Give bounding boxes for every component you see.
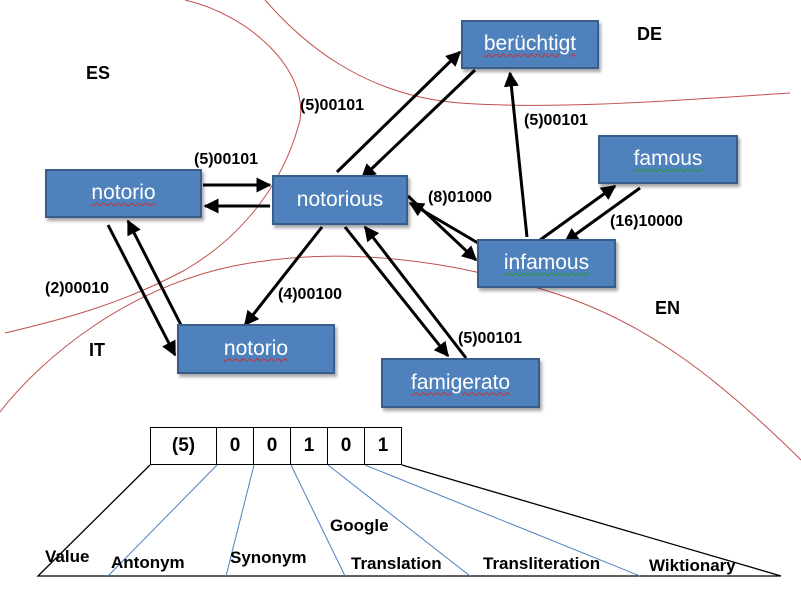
code-cell-transliteration: 1 xyxy=(364,427,402,465)
edge-notorious-to-notorio-it xyxy=(243,226,324,327)
region-boundaries xyxy=(0,0,801,461)
legend-label-value: Value xyxy=(45,547,90,566)
legend-line-transliteration xyxy=(364,464,641,577)
node-notorio-es[interactable]: notorio xyxy=(45,169,202,218)
node-label: notorious xyxy=(296,187,384,211)
edge-famous-to-infamous xyxy=(563,186,641,244)
code-cell-antonym: 0 xyxy=(216,427,254,465)
lang-label-es: ES xyxy=(86,63,111,83)
lang-label-en: EN xyxy=(655,298,681,318)
node-label: berüchtigt xyxy=(483,32,577,55)
node-label: notorio xyxy=(223,336,289,360)
edge-infamous-to-notorious xyxy=(408,201,479,245)
code-cell-synonym: 0 xyxy=(253,427,291,465)
edge-notorious-to-beruchtigt xyxy=(335,50,462,174)
legend-label-wiktionary: Wiktionary xyxy=(649,556,736,575)
edge-famigerato-to-notorious xyxy=(363,225,468,359)
edge-notorio-es-to-notorio-it xyxy=(106,224,177,357)
legend-outer-frame xyxy=(36,464,782,577)
node-famigerato[interactable]: famigerato xyxy=(381,358,540,408)
boundary-it-en xyxy=(0,255,801,461)
code-legend-lines xyxy=(36,464,782,577)
edge-label-infamous-beruchtigt: (5)00101 xyxy=(524,112,589,129)
edge-infamous-to-famous xyxy=(539,184,617,242)
edge-notorio-it-to-notorio-es xyxy=(126,219,183,326)
node-label: notorio xyxy=(91,181,156,204)
edges xyxy=(106,50,641,359)
edge-notorious-to-famigerato xyxy=(343,226,450,358)
lang-label-it: IT xyxy=(89,340,105,360)
node-notorious[interactable]: notorious xyxy=(272,175,408,225)
node-label: famigerato xyxy=(410,370,511,394)
node-label: famous xyxy=(633,147,703,170)
edge-label-notorio-es-notorio-it: (2)00010 xyxy=(45,280,110,297)
lang-label-de: DE xyxy=(637,24,663,44)
edge-label-notorious-beruchtigt: (5)00101 xyxy=(300,97,365,114)
node-famous[interactable]: famous xyxy=(598,135,738,184)
edge-label-notorious-famigerato: (5)00101 xyxy=(458,330,523,347)
legend-line-synonym xyxy=(225,464,255,577)
code-cell-translation: 0 xyxy=(327,427,365,465)
legend-label-google: Google xyxy=(330,516,389,535)
legend-label-antonym: Antonym xyxy=(111,553,185,572)
legend-line-antonym xyxy=(107,464,218,577)
boundary-es-de xyxy=(264,0,791,106)
code-cell-google: 1 xyxy=(290,427,328,465)
node-notorio-it[interactable]: notorio xyxy=(177,324,335,374)
edge-label-notorious-notorio-it: (4)00100 xyxy=(278,286,343,303)
legend-line-google xyxy=(290,464,346,577)
edge-label-infamous-famous: (16)10000 xyxy=(610,213,683,230)
edge-beruchtigt-to-notorious xyxy=(360,68,477,180)
edge-label-notorious-infamous: (8)01000 xyxy=(428,189,493,206)
legend-line-translation xyxy=(327,464,471,577)
edge-label-notorio-notorious: (5)00101 xyxy=(194,151,259,168)
legend-label-transliteration: Transliteration xyxy=(483,554,601,573)
node-infamous[interactable]: infamous xyxy=(477,239,616,288)
boundary-es-it xyxy=(4,0,302,334)
legend-label-synonym: Synonym xyxy=(230,548,307,567)
code-cell-value: (5) xyxy=(150,427,217,465)
node-beruchtigt[interactable]: berüchtigt xyxy=(461,20,599,69)
edge-infamous-to-beruchtigt xyxy=(503,71,529,238)
node-label: infamous xyxy=(503,251,590,274)
legend-label-translation: Translation xyxy=(351,554,442,573)
